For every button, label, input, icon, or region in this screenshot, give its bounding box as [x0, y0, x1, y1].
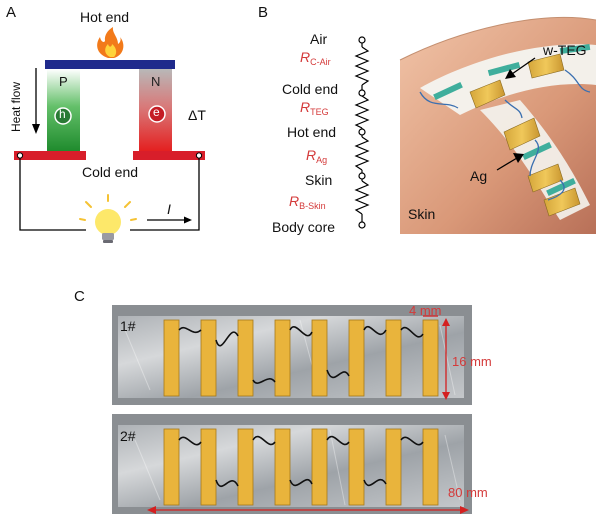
delta-t-label: ΔT [188, 107, 206, 123]
hot-end-bar [45, 60, 175, 69]
p-type-label: P [59, 74, 68, 89]
sample-2-label: 2# [120, 428, 136, 444]
flame-icon [97, 27, 124, 58]
resistor-c-air: RC-Air [300, 49, 331, 67]
ag-label: Ag [470, 168, 488, 184]
hot-end-label: Hot end [80, 9, 130, 25]
resistor-teg: RTEG [300, 99, 329, 117]
hole-label: h [59, 107, 66, 121]
n-type-label: N [151, 74, 161, 89]
dim-width-label: 4 mm [409, 303, 442, 318]
hole-carrier [54, 107, 72, 125]
panel-b-label: B [258, 4, 269, 21]
dim-length-label: 80 mm [448, 485, 488, 500]
panel-a-label: A [6, 4, 17, 21]
wteg-label: w-TEG [543, 42, 587, 58]
current-label: I [167, 201, 171, 217]
node-air: Air [310, 31, 328, 47]
resistor-b-skin: RB-Skin [289, 193, 326, 211]
cold-end-label: Cold end [82, 164, 139, 180]
node-hot-end: Hot end [287, 124, 337, 140]
dim-height-label: 16 mm [452, 354, 492, 369]
cold-end-bar-right [133, 151, 205, 160]
panel-c-label: C [74, 288, 85, 305]
lightbulb-icon [79, 194, 137, 243]
node-body-core: Body core [272, 219, 336, 235]
node-skin: Skin [305, 172, 333, 188]
sample-1-label: 1# [120, 318, 136, 334]
electron-label: e [153, 105, 160, 119]
electron-carrier [148, 105, 166, 123]
node-cold-end: Cold end [282, 81, 339, 97]
skin-label: Skin [408, 206, 436, 222]
resistor-ag: RAg [306, 147, 328, 165]
cold-end-bar-left [14, 151, 86, 160]
